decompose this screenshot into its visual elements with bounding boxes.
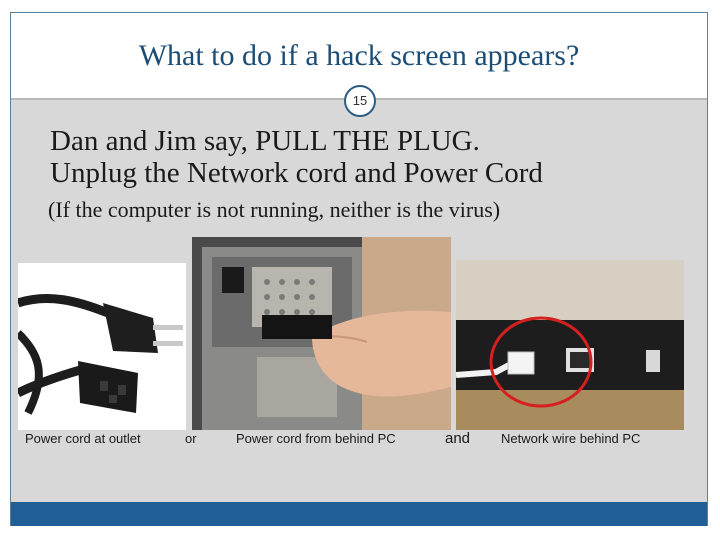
pc-back-illustration — [192, 237, 451, 430]
network-port-illustration — [456, 260, 684, 430]
pc-back-photo — [192, 237, 451, 430]
body-note: (If the computer is not running, neither… — [48, 197, 501, 222]
power-cord-photo — [18, 263, 186, 430]
title-area: What to do if a hack screen appears? — [11, 13, 707, 98]
caption-behind-pc: Power cord from behind PC — [236, 431, 396, 446]
highlight-circle — [489, 316, 593, 408]
footer-bar — [11, 502, 707, 526]
body-line-pull-plug: Dan and Jim say, PULL THE PLUG. — [50, 125, 480, 157]
caption-network: Network wire behind PC — [501, 431, 641, 446]
power-cord-illustration — [18, 263, 186, 430]
body-line-unplug: Unplug the Network cord and Power Cord — [50, 157, 543, 189]
caption-or: or — [185, 431, 197, 446]
slide-number-badge: 15 — [344, 85, 376, 117]
network-port-photo — [456, 260, 684, 430]
caption-outlet: Power cord at outlet — [25, 431, 141, 446]
caption-and: and — [445, 430, 471, 447]
slide-title: What to do if a hack screen appears? — [138, 39, 580, 72]
